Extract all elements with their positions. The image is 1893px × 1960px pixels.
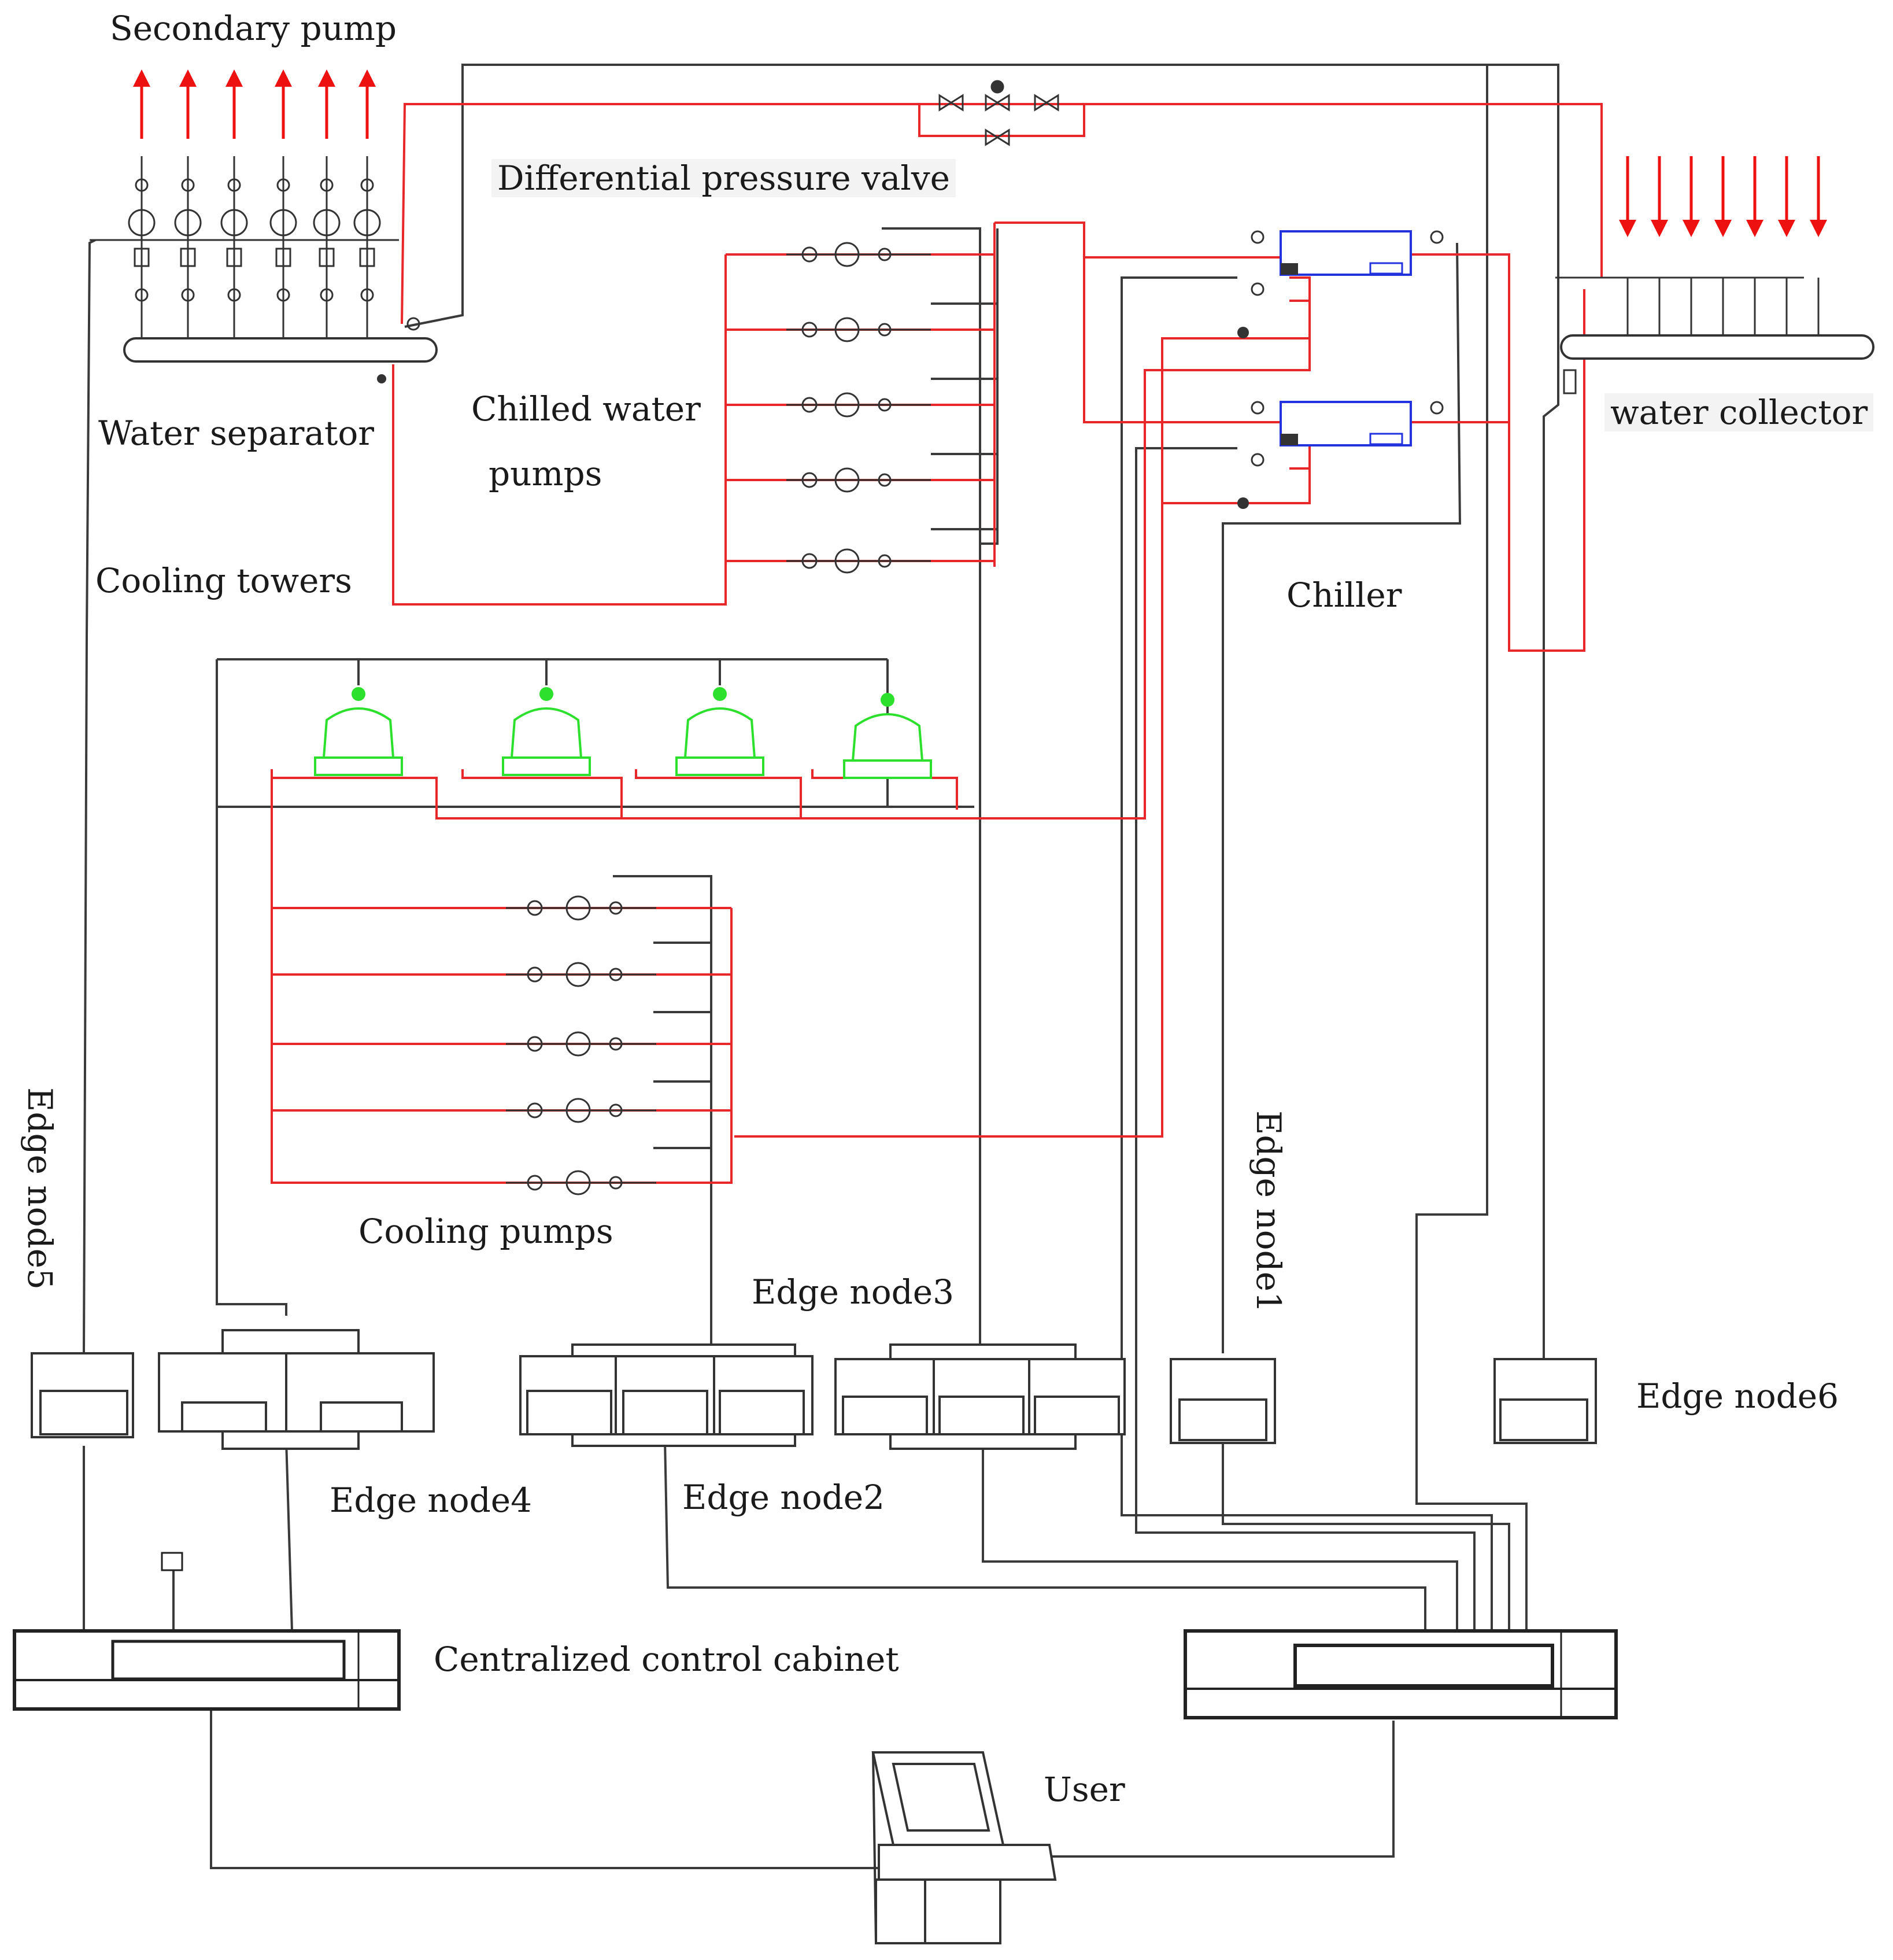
label-edge-node3: Edge node3 — [752, 1272, 954, 1312]
label-cooling-pumps: Cooling pumps — [358, 1212, 613, 1251]
label-centralized-control-cabinet: Centralized control cabinet — [434, 1640, 899, 1679]
cooling-tower — [843, 693, 932, 779]
label-water-collector: water collector — [1604, 393, 1874, 431]
differential-pressure-valves — [938, 80, 1059, 146]
secondary-pump-stack — [174, 156, 202, 341]
user-workstation — [871, 1751, 1057, 1944]
secondary-pump-arrows — [133, 69, 376, 139]
valve-icon — [985, 94, 1010, 112]
edge-node2-box — [519, 1343, 814, 1447]
chiller-unit — [1237, 230, 1444, 338]
cooling-pumps — [506, 895, 656, 1195]
label-chilled-water-pumps-1: Chilled water — [471, 389, 701, 429]
cooling-tower — [675, 687, 764, 776]
water-separator-header — [123, 317, 438, 383]
secondary-pump-stack — [269, 156, 297, 341]
collector-inlet-arrows — [1619, 156, 1827, 237]
signal-wires — [83, 64, 1559, 1869]
cooling-pump — [506, 1031, 656, 1057]
label-cooling-towers: Cooling towers — [95, 561, 352, 600]
edge-node5-box — [31, 1352, 134, 1438]
edge-node3-box — [834, 1343, 1126, 1450]
cooling-pump — [506, 962, 656, 987]
secondary-pump-stack — [313, 156, 341, 341]
label-water-separator: Water separator — [98, 414, 374, 453]
centralized-control-cabinet-left — [13, 1552, 401, 1711]
chilled-water-pump — [786, 467, 931, 493]
edge-node1-box — [1170, 1358, 1276, 1444]
valve-icon — [1034, 94, 1059, 112]
cooling-towers — [314, 687, 932, 779]
cooling-pump — [506, 1098, 656, 1123]
water-collector — [1555, 156, 1874, 394]
label-user: User — [1044, 1770, 1125, 1809]
label-differential-pressure-valve: Differential pressure valve — [491, 159, 956, 197]
chillers — [1237, 230, 1444, 509]
centralized-control-cabinet-right — [1184, 1629, 1618, 1719]
cooling-tower — [314, 687, 403, 776]
valve-icon — [985, 128, 1010, 146]
secondary-pump-stacks — [90, 156, 399, 341]
label-secondary-pump: Secondary pump — [110, 9, 397, 48]
secondary-pump-stack — [128, 156, 156, 341]
valve-icon — [938, 94, 964, 112]
label-edge-node1: Edge node1 — [1249, 1110, 1288, 1313]
chilled-water-pump — [786, 242, 931, 267]
cooling-tower — [502, 687, 591, 776]
secondary-pump-stack — [353, 156, 381, 341]
label-chiller: Chiller — [1286, 575, 1402, 615]
chilled-water-pump — [786, 392, 931, 418]
edge-node4-box — [158, 1329, 435, 1450]
label-edge-node2: Edge node2 — [682, 1478, 885, 1517]
label-edge-node5: Edge node5 — [20, 1087, 60, 1290]
cooling-pump — [506, 895, 656, 921]
chilled-water-pump — [786, 548, 931, 574]
chilled-water-pumps — [786, 242, 931, 574]
secondary-pump-stack — [220, 156, 248, 341]
chiller-unit — [1237, 401, 1444, 509]
label-edge-node6: Edge node6 — [1636, 1376, 1839, 1416]
label-edge-node4: Edge node4 — [330, 1481, 532, 1520]
label-chilled-water-pumps-2: pumps — [489, 454, 602, 493]
cooling-pump — [506, 1170, 656, 1195]
chilled-water-pump — [786, 317, 931, 342]
edge-node6-box — [1493, 1358, 1597, 1444]
edge-nodes — [31, 1329, 1597, 1450]
